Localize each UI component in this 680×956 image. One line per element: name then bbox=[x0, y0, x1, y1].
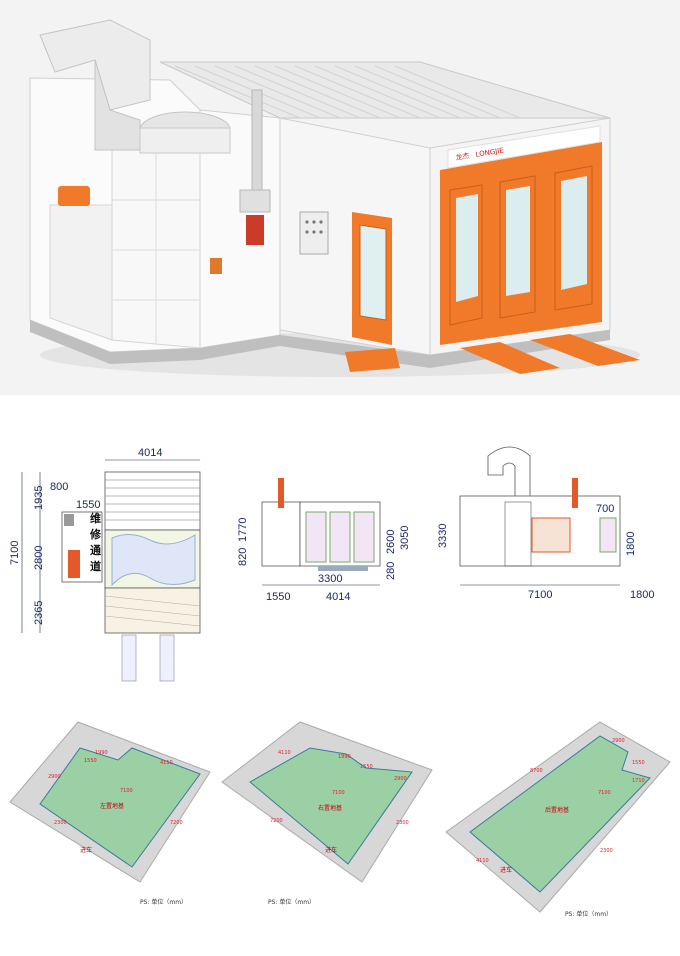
front-h820: 820 bbox=[237, 548, 249, 566]
technical-drawings: 维 修 通 道 4014 800 1550 1935 7100 2800 236… bbox=[0, 430, 680, 700]
drawings-svg: 维 修 通 道 4014 800 1550 1935 7100 2800 236… bbox=[9, 446, 654, 682]
front-w1550: 1550 bbox=[266, 591, 290, 603]
plan-width-800: 800 bbox=[50, 481, 68, 493]
floor-right-dim-6: 2300 bbox=[396, 820, 409, 826]
plan-h1935: 1935 bbox=[33, 486, 45, 510]
floor-rear-dim-1: 2900 bbox=[612, 738, 625, 744]
floor-rear-dim-3: 1710 bbox=[632, 778, 645, 784]
plan-view: 维 修 通 道 4014 800 1550 1935 7100 2800 236… bbox=[9, 447, 201, 682]
floor-right-dim-5: 7200 bbox=[270, 818, 283, 824]
floor-left-entry: 进车 bbox=[80, 846, 92, 854]
passage-char-3: 通 bbox=[90, 544, 101, 557]
plan-width-1550: 1550 bbox=[76, 499, 100, 511]
front-h3050: 3050 bbox=[399, 526, 411, 550]
floor-left-dim-4: 7100 bbox=[120, 788, 133, 794]
side-w7100: 7100 bbox=[528, 589, 552, 601]
floor-rear-ps: PS: 单位（mm） bbox=[565, 910, 612, 918]
floor-rear-dim-5: 2300 bbox=[600, 848, 613, 854]
floor-rear-dim-4: 7100 bbox=[598, 790, 611, 796]
side-h3330: 3330 bbox=[437, 524, 449, 548]
floors-svg: 左置地基 进车 PS: 单位（mm） 1990 4110 2900 1550 7… bbox=[9, 721, 671, 918]
floor-right-label: 右置地基 bbox=[318, 804, 342, 812]
floor-left-dim-0: 1990 bbox=[95, 750, 108, 756]
floor-right-dim-1: 1990 bbox=[338, 754, 351, 760]
floor-right: 右置地基 进车 PS: 单位（mm） 4110 1990 1550 2900 7… bbox=[221, 721, 433, 906]
plan-h7100: 7100 bbox=[9, 541, 21, 565]
booth-render: 龙杰 LONGJIE bbox=[0, 0, 680, 395]
floor-rear-dim-6: 4110 bbox=[476, 858, 489, 864]
plan-h2800: 2800 bbox=[33, 546, 45, 570]
floor-left-dim-2: 2900 bbox=[48, 774, 61, 780]
floor-right-dim-2: 1550 bbox=[360, 764, 373, 770]
floor-right-entry: 进车 bbox=[325, 846, 337, 854]
booth-illustration: 龙杰 LONGJIE bbox=[29, 19, 640, 377]
side-w1800: 1800 bbox=[630, 589, 654, 601]
passage-char-1: 维 bbox=[90, 511, 101, 525]
floor-rear-entry: 进车 bbox=[500, 866, 512, 874]
floor-left-dim-5: 2300 bbox=[54, 820, 67, 826]
foundation-plans: 左置地基 进车 PS: 单位（mm） 1990 4110 2900 1550 7… bbox=[0, 712, 680, 956]
front-w4014: 4014 bbox=[326, 591, 350, 603]
side-h1800: 1800 bbox=[625, 532, 637, 556]
front-h2600: 2600 bbox=[385, 530, 397, 554]
floor-rear-dim-0: 8700 bbox=[530, 768, 543, 774]
floor-left-label: 左置地基 bbox=[100, 802, 124, 810]
floor-rear-dim-2: 1550 bbox=[632, 760, 645, 766]
floor-right-dim-4: 7100 bbox=[332, 790, 345, 796]
floor-right-ps: PS: 单位（mm） bbox=[268, 898, 315, 906]
passage-char-4: 道 bbox=[90, 559, 101, 573]
side-w700: 700 bbox=[596, 503, 614, 515]
floor-left: 左置地基 进车 PS: 单位（mm） 1990 4110 2900 1550 7… bbox=[9, 721, 211, 906]
floor-left-dim-3: 1550 bbox=[84, 758, 97, 764]
floor-left-dim-6: 7200 bbox=[170, 820, 183, 826]
front-h1770: 1770 bbox=[237, 518, 249, 542]
floor-right-dim-0: 4110 bbox=[278, 750, 291, 756]
floor-rear-label: 后置地基 bbox=[545, 806, 569, 814]
side-view: 3330 700 1800 7100 1800 bbox=[437, 446, 654, 601]
logo-cn: 龙杰 bbox=[455, 151, 470, 162]
front-view: 3300 1550 4014 1770 820 2600 3050 280 bbox=[237, 478, 411, 603]
floor-left-ps: PS: 单位（mm） bbox=[140, 898, 187, 906]
floor-rear: 后置地基 进车 PS: 单位（mm） 8700 2900 1550 1710 7… bbox=[445, 721, 671, 918]
floor-right-dim-3: 2900 bbox=[394, 776, 407, 782]
plan-width-4014: 4014 bbox=[138, 447, 162, 459]
plan-h2365: 2365 bbox=[33, 601, 45, 625]
front-w3300: 3300 bbox=[318, 573, 342, 585]
floor-left-dim-1: 4110 bbox=[160, 760, 173, 766]
front-h280: 280 bbox=[385, 562, 397, 580]
passage-char-2: 修 bbox=[89, 527, 102, 541]
